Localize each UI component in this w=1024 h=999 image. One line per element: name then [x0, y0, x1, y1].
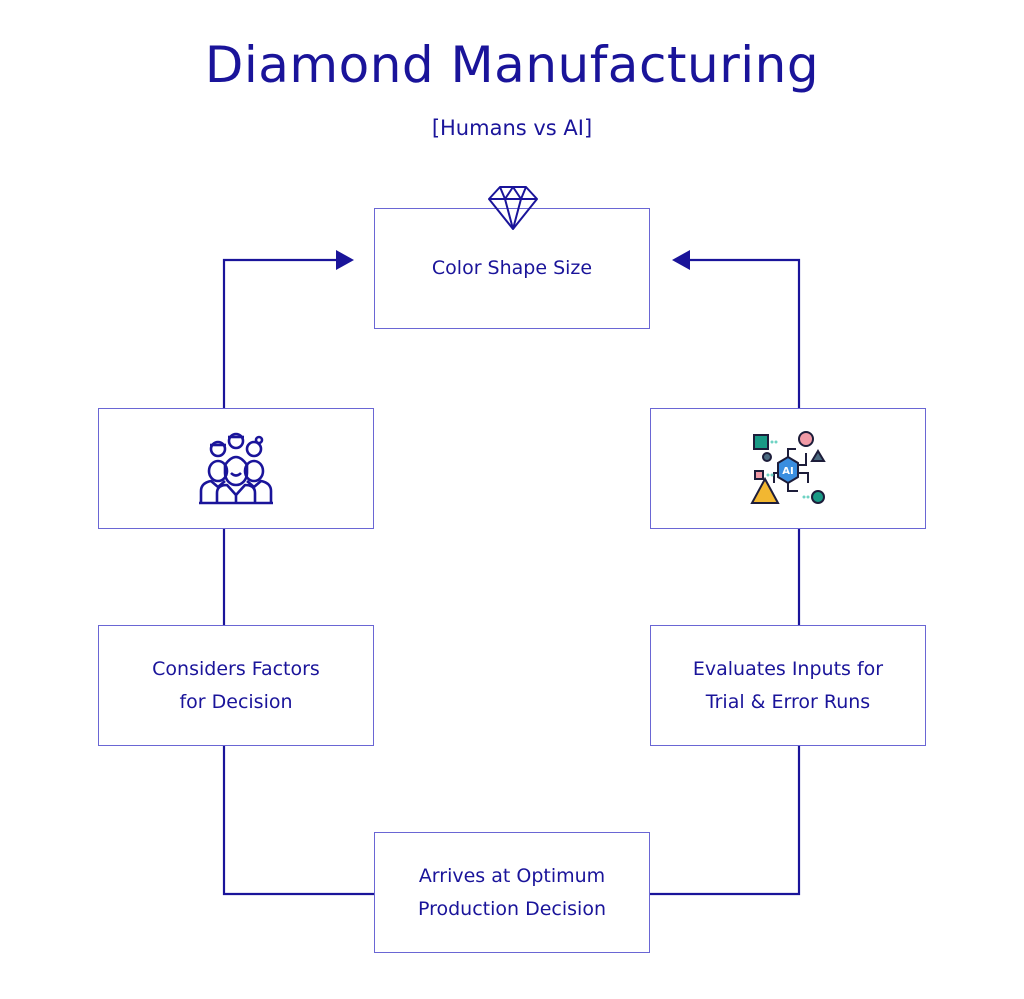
node-color-shape-size: Color Shape Size [374, 208, 650, 329]
connector-right-to-bottom [649, 745, 801, 896]
page-title: Diamond Manufacturing [204, 36, 820, 94]
node-ai-icon: AI [650, 408, 926, 529]
people-group-icon [199, 432, 273, 504]
page-subtitle: [Humans vs AI] [431, 116, 593, 140]
node-label-line2: Trial & Error Runs [705, 690, 871, 713]
node-label-line1: Arrives at Optimum [418, 864, 606, 887]
node-label-line1: Evaluates Inputs for [692, 657, 884, 680]
connector-left-to-bottom [222, 745, 376, 896]
connector-left-to-top [222, 258, 340, 409]
node-considers-factors: Considers Factors for Decision [98, 625, 374, 746]
node-label-line2: for Decision [179, 690, 293, 713]
node-label-line2: Production Decision [417, 897, 606, 920]
node-label-line1: Considers Factors [152, 657, 320, 680]
connector-right-to-top [688, 258, 801, 409]
node-evaluates-inputs: Evaluates Inputs for Trial & Error Runs [650, 625, 926, 746]
node-optimum-decision: Arrives at Optimum Production Decision [374, 832, 650, 953]
svg-text:AI: AI [782, 466, 793, 477]
arrow-head-right [672, 250, 690, 270]
ai-chip-icon: AI [750, 430, 826, 504]
node-humans-icon [98, 408, 374, 529]
diamond-icon [486, 184, 540, 230]
node-label: Color Shape Size [431, 257, 593, 279]
arrow-head-left [336, 250, 354, 270]
